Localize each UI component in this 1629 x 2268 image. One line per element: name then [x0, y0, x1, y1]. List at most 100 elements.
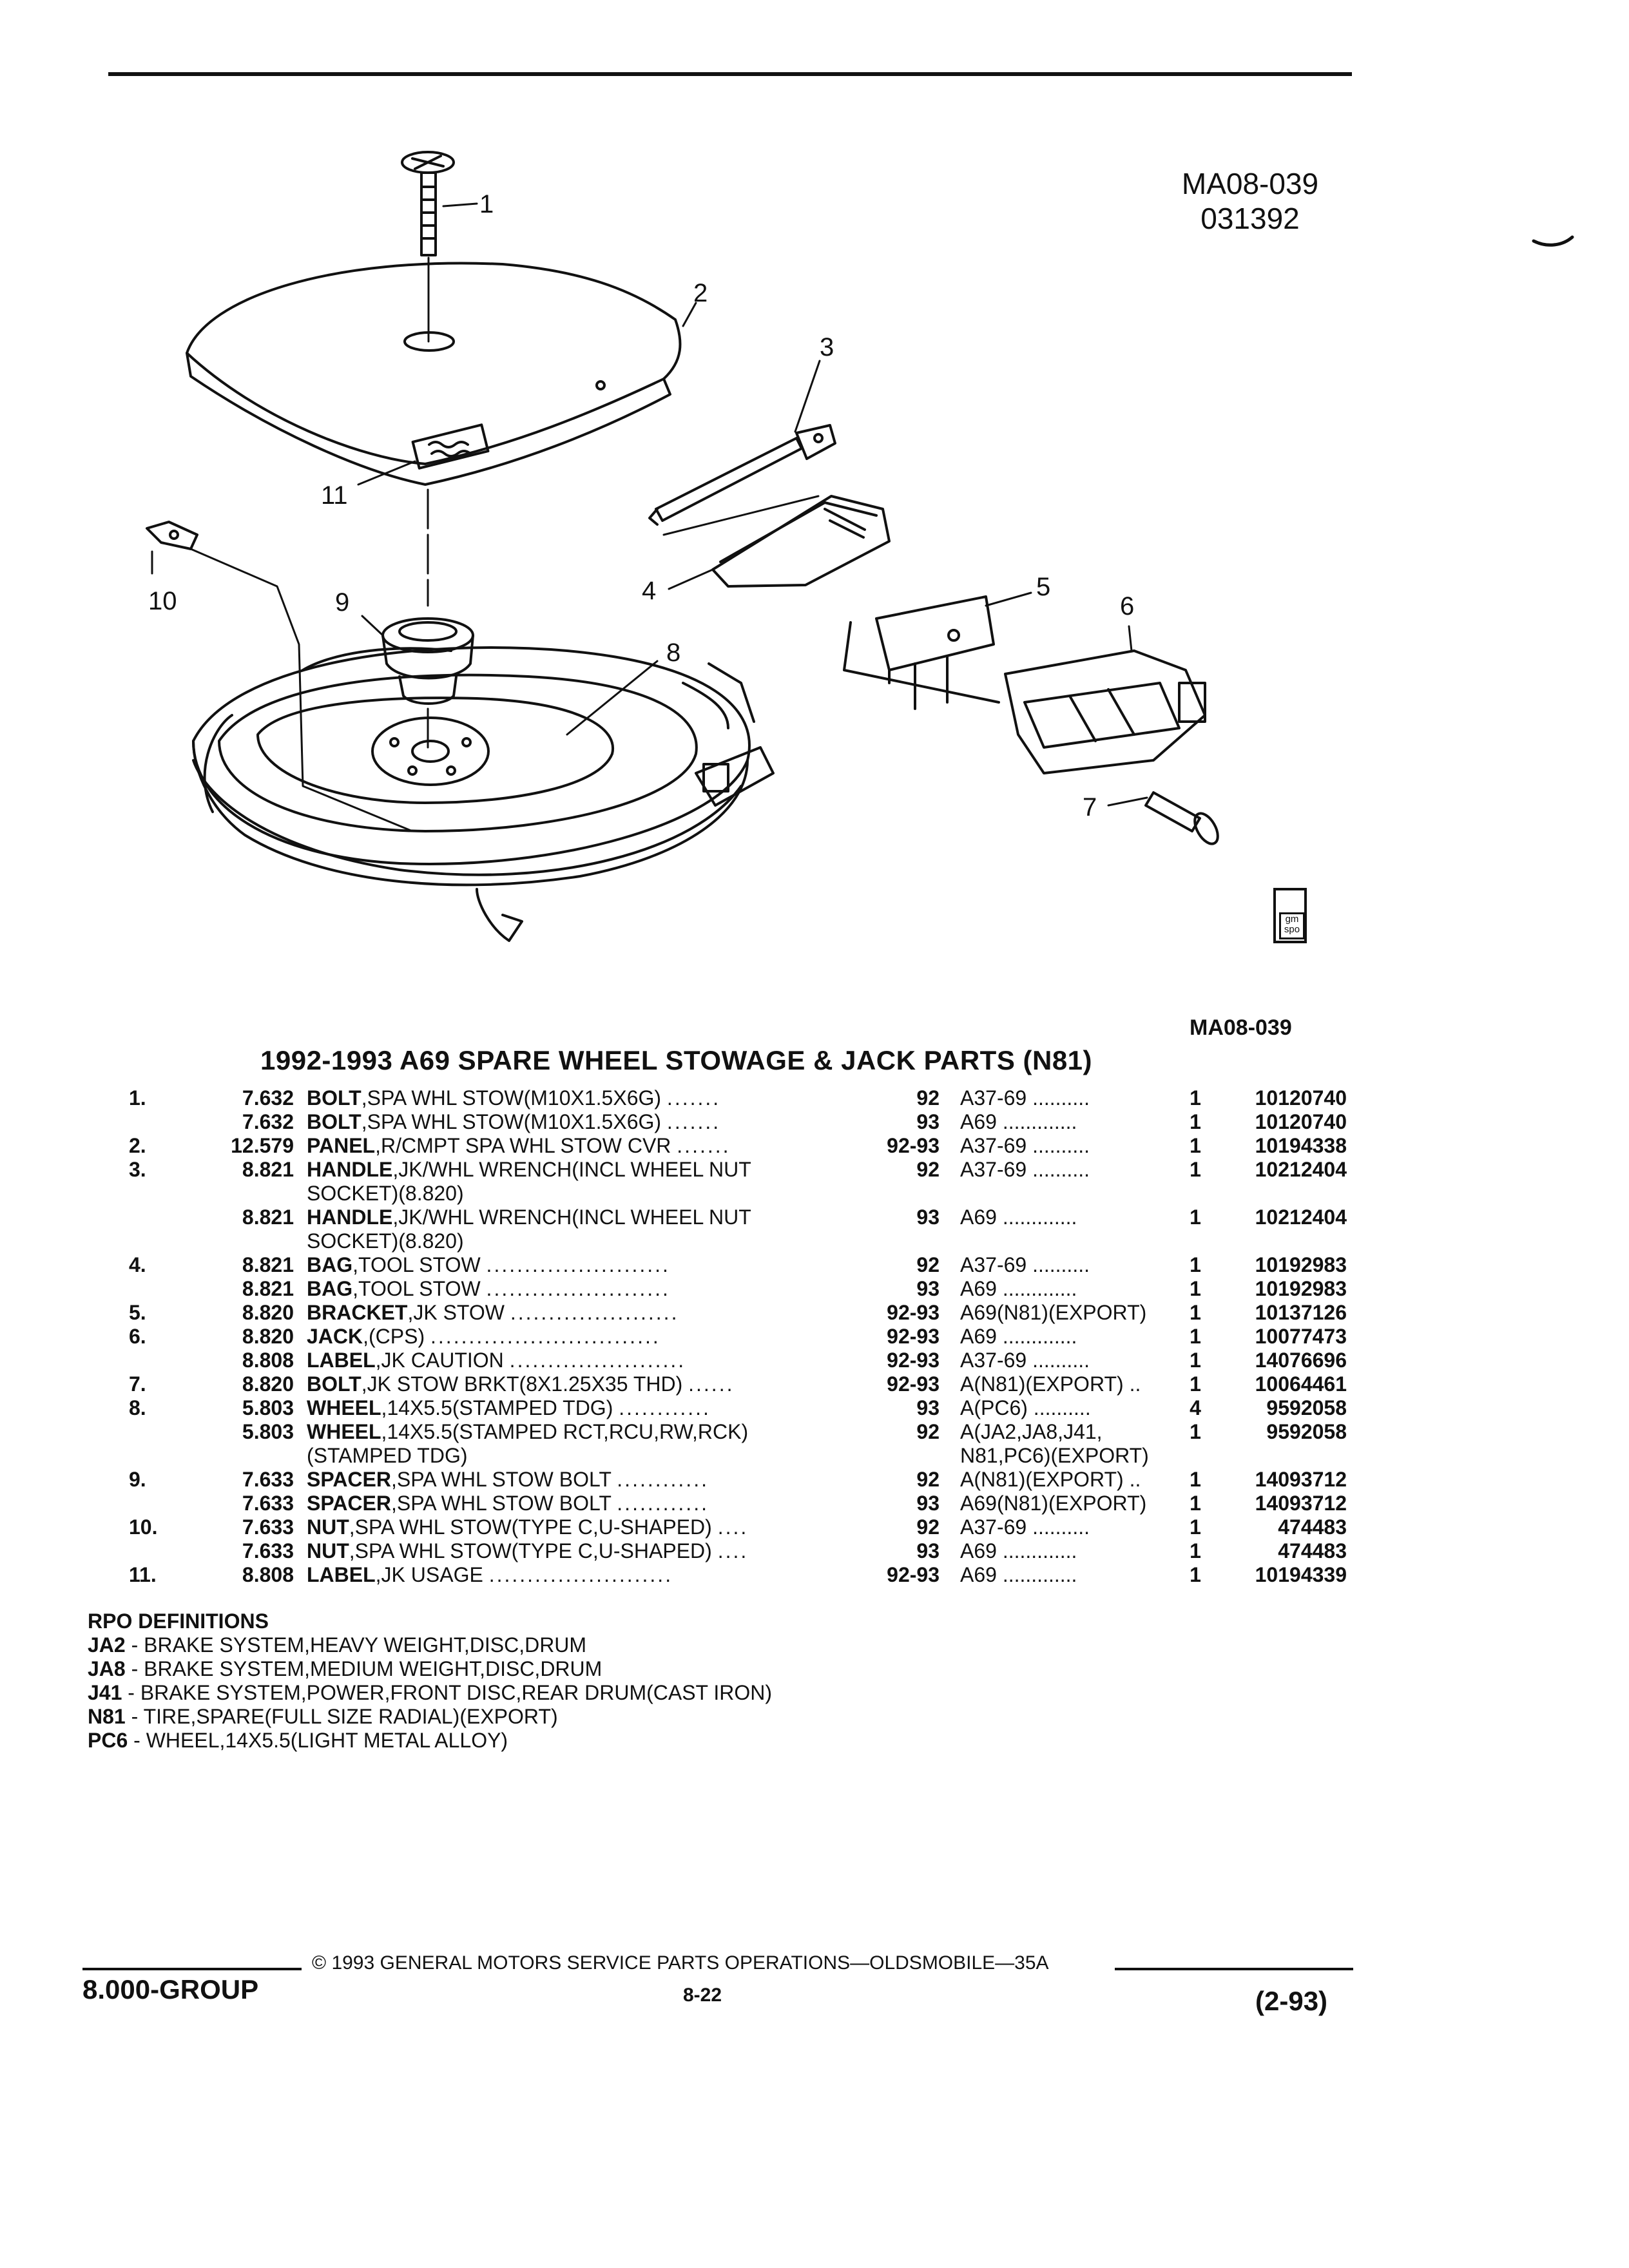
part-row: SOCKET)(8.820) [129, 1229, 1353, 1253]
part-group: 7.632 [242, 1086, 294, 1110]
leader-dots: ....................... [509, 1349, 686, 1372]
part-detail: ,TOOL STOW [352, 1253, 481, 1276]
callout-3: 3 [820, 333, 834, 361]
part-number: 474483 [1278, 1539, 1347, 1562]
figure-date-code: 031392 [1200, 202, 1300, 235]
rpo-item: J41 - BRAKE SYSTEM,POWER,FRONT DISC,REAR… [88, 1681, 772, 1705]
part-number: 10120740 [1255, 1086, 1347, 1110]
figure-reference: MA08-039 [1190, 1015, 1292, 1040]
part-index: 8. [129, 1396, 146, 1419]
part-description: SPACER,SPA WHL STOW BOLT ............ [307, 1492, 958, 1515]
part-number: 10194338 [1255, 1134, 1347, 1157]
gm-spo-badge-text: gm spo [1279, 912, 1305, 939]
part-year: 93 [916, 1492, 940, 1515]
part-detail: ,SPA WHL STOW BOLT [390, 1468, 612, 1491]
part-number: 10077473 [1255, 1325, 1347, 1348]
part-number: 10212404 [1255, 1158, 1347, 1181]
callout-2: 2 [693, 279, 708, 307]
margin-marks [1532, 235, 1574, 247]
part-group: 8.820 [242, 1372, 294, 1396]
part-description: LABEL,JK CAUTION ....................... [307, 1349, 958, 1372]
leader-dots: .............................. [430, 1325, 660, 1348]
leader-dots: .... [717, 1539, 749, 1562]
part-year: 93 [916, 1539, 940, 1562]
part-name: LABEL [307, 1563, 376, 1586]
part-number: 10212404 [1255, 1206, 1347, 1229]
part-index: 5. [129, 1301, 146, 1324]
part-group: 7.633 [242, 1515, 294, 1539]
part-number: 14076696 [1255, 1349, 1347, 1372]
part-detail: ,SPA WHL STOW(M10X1.5X6G) [361, 1086, 662, 1110]
part-group: 8.808 [242, 1563, 294, 1586]
part-index: 9. [129, 1468, 146, 1491]
footer-date: (2-93) [1255, 1986, 1328, 2016]
rpo-text: - TIRE,SPARE(FULL SIZE RADIAL)(EXPORT) [125, 1705, 558, 1728]
rpo-text: - BRAKE SYSTEM,MEDIUM WEIGHT,DISC,DRUM [125, 1657, 602, 1680]
part-body-usage: A69 ............. [960, 1325, 1077, 1348]
spacer-drawing [381, 617, 474, 749]
part-group: 5.803 [242, 1420, 294, 1443]
part-year: 92 [916, 1253, 940, 1276]
part-description: JACK,(CPS) .............................… [307, 1325, 958, 1349]
part-number: 9592058 [1266, 1420, 1347, 1443]
part-name: NUT [307, 1515, 349, 1539]
part-name: SPACER [307, 1468, 391, 1491]
part-number: 474483 [1278, 1515, 1347, 1539]
part-quantity: 1 [1190, 1515, 1201, 1539]
part-description: BOLT,SPA WHL STOW(M10X1.5X6G) ....... [307, 1110, 958, 1134]
callout-4: 4 [642, 577, 656, 605]
part-quantity: 1 [1190, 1277, 1201, 1300]
part-description: SOCKET)(8.820) [307, 1182, 958, 1206]
part-name: BOLT [307, 1086, 361, 1110]
rpo-item: JA8 - BRAKE SYSTEM,MEDIUM WEIGHT,DISC,DR… [88, 1657, 772, 1681]
part-name: HANDLE [307, 1206, 393, 1229]
part-detail: ,R/CMPT SPA WHL STOW CVR [375, 1134, 671, 1157]
panel-cover-drawing [186, 262, 682, 607]
callout-numbers: 1 2 3 4 5 6 7 8 9 10 11 [148, 190, 1134, 822]
part-detail: ,JK STOW BRKT(8X1.25X35 THD) [361, 1372, 683, 1396]
footer-copyright: © 1993 GENERAL MOTORS SERVICE PARTS OPER… [312, 1952, 1049, 1974]
part-body-usage: A69(N81)(EXPORT) [960, 1301, 1147, 1324]
rpo-heading: RPO DEFINITIONS [88, 1610, 269, 1633]
part-body-usage: A69(N81)(EXPORT) [960, 1492, 1147, 1515]
part-detail: ,JK/WHL WRENCH(INCL WHEEL NUT [392, 1158, 751, 1181]
part-description: BOLT,SPA WHL STOW(M10X1.5X6G) ....... [307, 1086, 958, 1110]
bolt-drawing [401, 151, 455, 343]
part-year: 92 [916, 1086, 940, 1110]
leader-dots: ........................ [488, 1563, 673, 1586]
part-detail: ,JK CAUTION [375, 1349, 504, 1372]
part-group: 8.808 [242, 1349, 294, 1372]
part-year: 92-93 [887, 1325, 940, 1348]
part-name: BRACKET [307, 1301, 408, 1324]
part-number: 10192983 [1255, 1253, 1347, 1276]
tool-bag-drawing [662, 495, 891, 588]
part-detail: ,SPA WHL STOW(TYPE C,U-SHAPED) [349, 1515, 712, 1539]
part-detail: ,SPA WHL STOW BOLT [390, 1492, 612, 1515]
part-year: 92 [916, 1158, 940, 1181]
nut-clip-drawing [146, 521, 414, 832]
part-name: WHEEL [307, 1396, 381, 1419]
callout-8: 8 [666, 639, 680, 667]
part-description: PANEL,R/CMPT SPA WHL STOW CVR ....... [307, 1134, 958, 1158]
callout-7: 7 [1083, 793, 1097, 822]
part-quantity: 1 [1190, 1372, 1201, 1396]
part-number: 10192983 [1255, 1277, 1347, 1300]
part-detail: ,SPA WHL STOW(M10X1.5X6G) [361, 1110, 662, 1133]
part-name: BAG [307, 1253, 353, 1276]
leader-dots: .... [717, 1515, 749, 1539]
part-number: 10137126 [1255, 1301, 1347, 1324]
part-detail: ,TOOL STOW [352, 1277, 481, 1300]
leader-dots: ........................ [486, 1277, 670, 1300]
part-body-usage: A37-69 .......... [960, 1086, 1090, 1110]
part-year: 92-93 [887, 1372, 940, 1396]
part-body-usage: A37-69 .......... [960, 1515, 1090, 1539]
part-quantity: 1 [1190, 1134, 1201, 1157]
